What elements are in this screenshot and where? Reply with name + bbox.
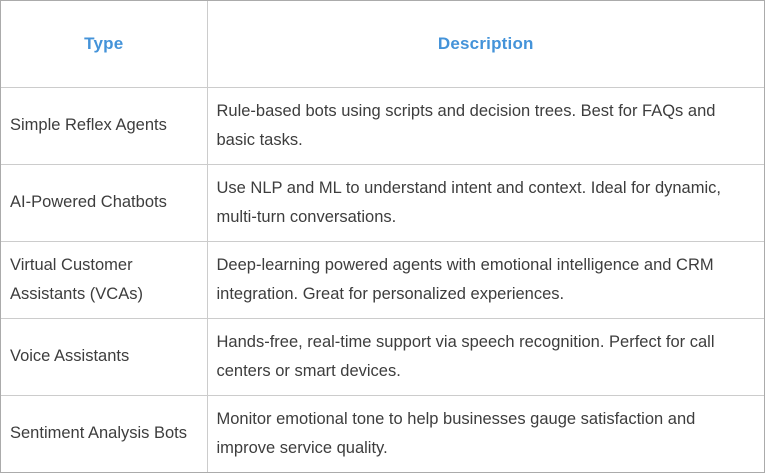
description-cell: Monitor emotional tone to help businesse… [206, 394, 764, 472]
description-cell: Use NLP and ML to understand intent and … [206, 163, 764, 241]
header-cell-type: Type [84, 33, 124, 53]
description-cell: Hands-free, real-time support via speech… [206, 317, 764, 395]
type-cell: Voice Assistants [1, 317, 207, 395]
table-row: AI-Powered Chatbots Use NLP and ML to un… [1, 163, 764, 241]
table-row: Simple Reflex Agents Rule-based bots usi… [1, 86, 764, 164]
type-cell: Simple Reflex Agents [1, 86, 207, 164]
table-body: Simple Reflex Agents Rule-based bots usi… [1, 86, 764, 472]
description-cell: Rule-based bots using scripts and decisi… [206, 86, 764, 164]
table-header-row: Type Description [1, 1, 764, 87]
table-row: Sentiment Analysis Bots Monitor emotiona… [1, 394, 764, 472]
type-cell: Sentiment Analysis Bots [1, 394, 207, 472]
description-cell: Deep-learning powered agents with emotio… [206, 240, 764, 318]
type-cell: Virtual Customer Assistants (VCAs) [1, 240, 207, 318]
type-cell: AI-Powered Chatbots [1, 163, 207, 241]
table-row: Virtual Customer Assistants (VCAs) Deep-… [1, 240, 764, 318]
header-cell-description: Description [206, 1, 764, 87]
table-row: Voice Assistants Hands-free, real-time s… [1, 317, 764, 395]
